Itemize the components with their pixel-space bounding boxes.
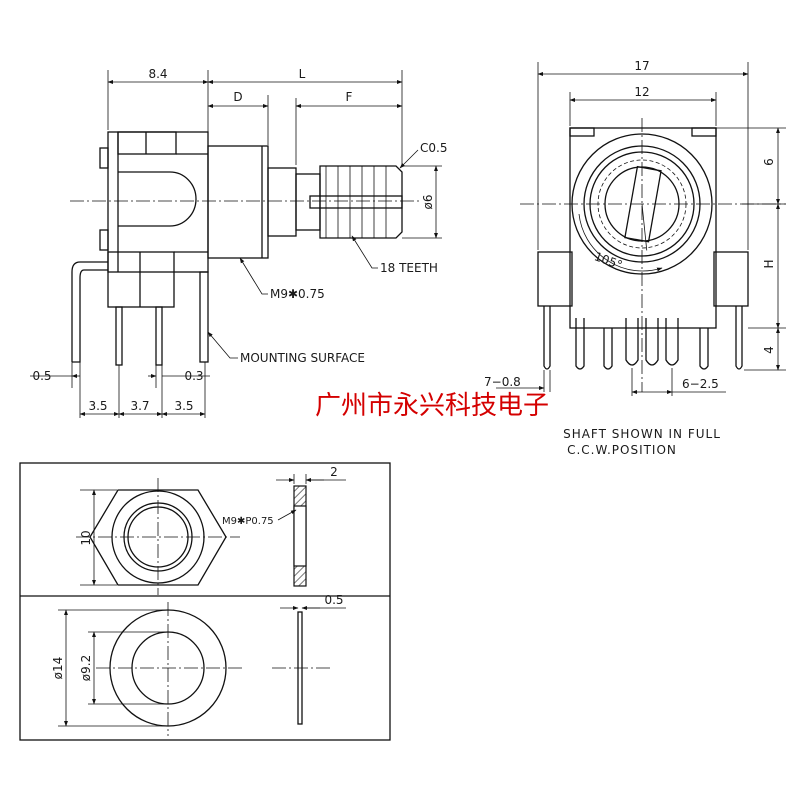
label-thread: M9✱0.75 [270,287,325,301]
washer-side-view [272,606,346,725]
teeth-leader [351,235,378,269]
pin-width-dims [30,362,210,418]
dim-total-length: L [299,67,306,81]
label-nut-thread: M9✱P0.75 [222,516,274,527]
dim-shaft-diameter: ø6 [421,195,435,210]
thread-leader [239,257,268,295]
dim-height-pins: 4 [762,346,776,354]
mounting-leader [207,331,238,359]
dim-pins-left: 7−0.8 [484,375,521,389]
side-view: 8.4 L D F ø6 C0.5 18 TEETH M9✱0.75 MOUNT… [30,67,447,418]
note-line-1: SHAFT SHOWN IN FULL [563,427,721,441]
side-shaft [309,165,403,239]
note-line-2: C.C.W.POSITION [567,443,677,457]
dim-pitch-3: 3.5 [174,399,193,413]
dim-body-length: 8.4 [148,67,167,81]
dim-shaft-length: F [346,90,353,104]
dim-height-top: 6 [762,158,776,166]
dim-nut-across-flats: 10 [79,530,93,545]
dim-washer-thickness: 0.5 [324,593,343,607]
label-angle: 105° [592,249,624,272]
dim-width-inner: 12 [634,85,649,99]
front-pins [543,306,743,370]
front-body [537,127,749,329]
shaft-diameter-dim [402,165,442,239]
dim-pitch-1: 3.5 [88,399,107,413]
dim-bushing-length: D [233,90,242,104]
label-chamfer: C0.5 [420,141,447,155]
side-bushing [207,145,321,259]
dim-nut-thickness: 2 [330,465,338,479]
front-top-dims [537,62,749,250]
chamfer-leader [399,149,419,169]
dim-height-mid: H [762,259,776,268]
front-right-dims [716,127,786,371]
watermark-text: 广州市永兴科技电子 [315,391,549,421]
nut-side-view [276,474,346,587]
dim-pin-width-left: 0.5 [32,369,51,383]
dim-washer-outer: ø14 [51,657,65,680]
dim-washer-inner: ø9.2 [79,655,93,681]
label-teeth: 18 TEETH [380,261,438,275]
label-mounting-surface: MOUNTING SURFACE [240,351,365,365]
angle-arc [578,213,663,272]
dim-width-outer: 17 [634,59,649,73]
washer-view [58,602,244,736]
side-body [99,131,209,308]
dim-pin-width-right: 0.3 [184,369,203,383]
nut-view [76,478,240,595]
accessories-frame [19,462,391,741]
front-bottom-dims [496,368,726,396]
pin-pitch-dims [79,362,206,418]
dim-pitch-2: 3.7 [130,399,149,413]
side-top-dims [107,70,403,165]
dim-pins-right: 6−2.5 [682,377,719,391]
